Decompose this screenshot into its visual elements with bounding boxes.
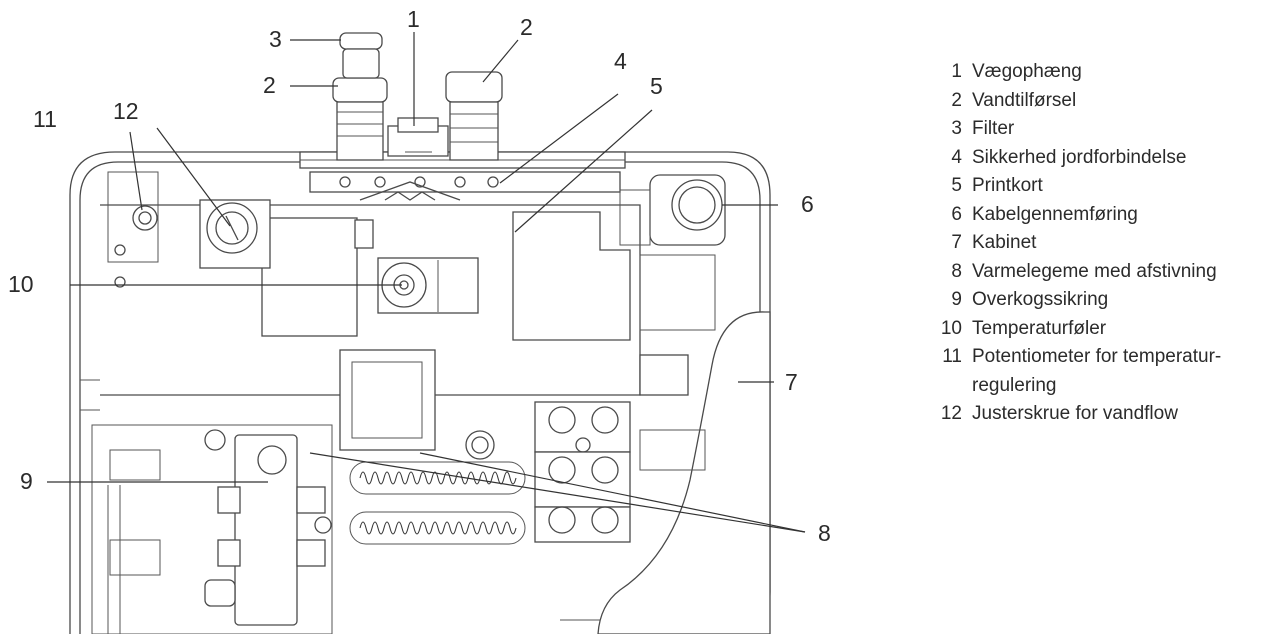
callout-5: 5 (650, 73, 663, 99)
callout-11: 11 (33, 106, 57, 132)
legend-item: 12 Justerskrue for vandflow (928, 400, 1264, 429)
legend-text: Kabinet (972, 232, 1037, 253)
water-inlet-right (445, 71, 503, 161)
legend-number: 1 (951, 61, 962, 82)
cabinet-edge (597, 311, 771, 634)
legend-number: 2 (951, 89, 962, 111)
callout-4: 4 (614, 48, 627, 74)
legend-number: 7 (951, 232, 962, 253)
legend-text: Vægophæng (972, 61, 1082, 82)
parts-legend: 1 Vægophæng 2 Vandtilførsel 3 Filter 4 Sikke… (928, 58, 1264, 429)
legend-text: Potentiometer for temperatur- regulering (972, 346, 1222, 396)
potentiometer (107, 171, 159, 288)
legend-number: 8 (951, 260, 962, 282)
wall-bracket (387, 117, 449, 157)
legend-text: Kabelgennemføring (972, 203, 1138, 225)
terminal-block (465, 401, 631, 543)
callout-10: 10 (8, 271, 34, 297)
legend-item: 9 Overkogssikring (928, 286, 1264, 315)
legend-item: 1 Vægophæng (928, 58, 1264, 87)
legend-item: 3 Filter (928, 115, 1264, 144)
callout-8: 8 (818, 520, 831, 546)
legend-text: Temperaturføler (972, 317, 1107, 339)
callout-9: 9 (20, 468, 33, 494)
callout-2a: 2 (263, 72, 276, 98)
legend-number: 3 (951, 118, 962, 139)
legend-item: 6 Kabelgennemføring (928, 201, 1264, 230)
legend-number: 6 (951, 203, 962, 225)
legend-text: Overkogssikring (972, 289, 1109, 310)
legend-item: 2 Vandtilførsel (928, 87, 1264, 116)
legend-number: 9 (951, 289, 962, 310)
legend-item: 11 Potentiometer for temperatur- reguleri… (928, 343, 1264, 400)
cable-gland (619, 174, 726, 246)
callout-3: 3 (269, 26, 282, 52)
legend-text: Justerskrue for vandflow (972, 403, 1178, 424)
filter-cap (339, 32, 383, 79)
legend-number: 10 (940, 317, 962, 339)
water-inlet-left (332, 77, 388, 161)
legend-number: 11 (942, 346, 962, 367)
callout-7: 7 (785, 369, 798, 395)
earth-bar (309, 171, 621, 201)
callout-2b: 2 (520, 14, 533, 40)
legend-item: 5 Printkort (928, 172, 1264, 201)
overheat-protection (91, 424, 333, 634)
callout-6: 6 (801, 191, 814, 217)
legend-item: 4 Sikkerhed jordforbindelse (928, 144, 1264, 173)
legend-number: 4 (951, 146, 962, 168)
legend-item: 10 Temperaturføler (928, 315, 1264, 344)
callout-1: 1 (407, 6, 420, 32)
legend-item: 8 Varmelegeme med afstivning (928, 258, 1264, 287)
legend-text: Vandtilførsel (972, 89, 1077, 111)
legend-item: 7 Kabinet (928, 229, 1264, 258)
legend-text: Printkort (972, 175, 1043, 196)
heating-coils (349, 461, 526, 545)
leader-lines (47, 32, 806, 533)
water-heater-diagram: 1 2 2 3 4 5 6 7 8 9 10 11 12 (8, 6, 831, 634)
legend-text: Varmelegeme med afstivning (972, 260, 1217, 282)
callout-12: 12 (113, 98, 139, 124)
legend-number: 5 (951, 175, 962, 196)
legend-text: Filter (972, 118, 1015, 139)
legend-number: 12 (940, 403, 962, 424)
legend-text: Sikkerhed jordforbindelse (972, 146, 1187, 168)
flow-adjust-screw (199, 199, 271, 269)
